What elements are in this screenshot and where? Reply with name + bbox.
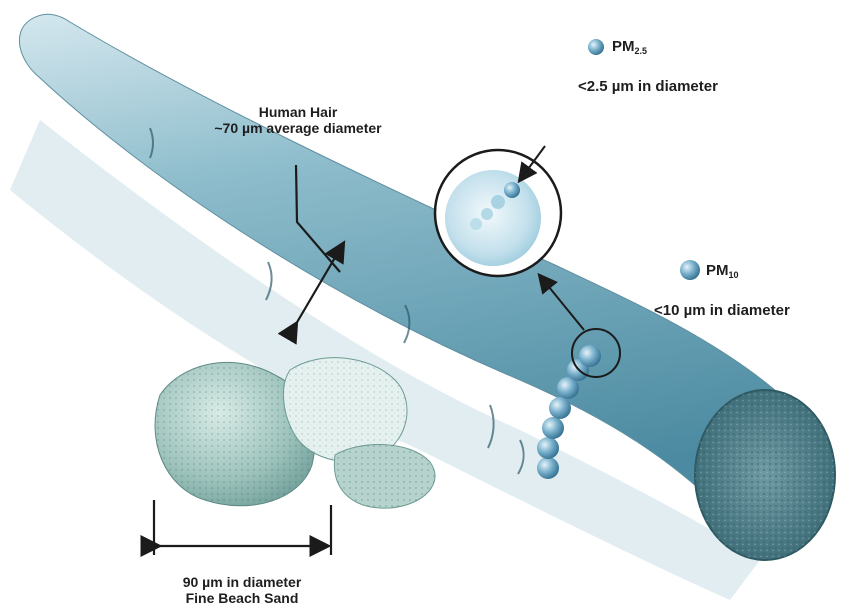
pm10-title: PM10 <box>706 262 739 280</box>
pm25-particle-icon <box>588 39 604 55</box>
pm25-description: <2.5 µm in diameter <box>578 78 718 95</box>
hair-title: Human Hair <box>198 104 398 120</box>
hair-cross-section-texture <box>695 390 835 560</box>
pm25-label: PM <box>612 38 635 55</box>
pm10-subscript: 10 <box>729 270 739 280</box>
pm10-particle-icon <box>680 260 700 280</box>
sand-title: Fine Beach Sand <box>142 590 342 606</box>
pm25-subscript: 2.5 <box>635 46 648 56</box>
sand-grains <box>155 358 435 508</box>
magnified-view <box>435 146 561 276</box>
hair-label: Human Hair ~70 µm average diameter <box>198 104 398 136</box>
sand-width-indicator <box>154 500 331 555</box>
pm10-description: <10 µm in diameter <box>654 302 790 319</box>
sand-label: 90 µm in diameter Fine Beach Sand <box>142 574 342 606</box>
pm25-title: PM2.5 <box>612 38 647 56</box>
sand-diameter-text: 90 µm in diameter <box>142 574 342 590</box>
hair-diameter-text: ~70 µm average diameter <box>198 120 398 136</box>
pm10-label: PM <box>706 262 729 279</box>
